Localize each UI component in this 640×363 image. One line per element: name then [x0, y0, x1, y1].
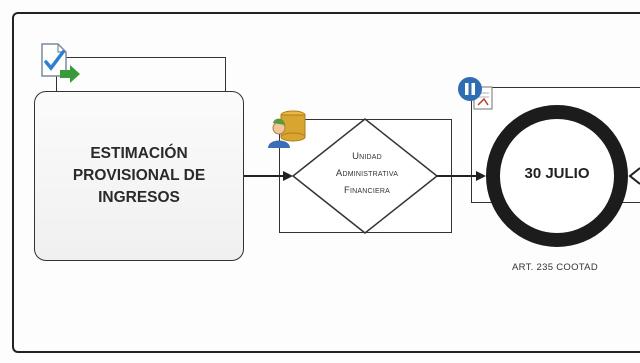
incoming-arrow-right: [628, 167, 640, 185]
edge-estimate-to-unit-head: [283, 171, 293, 181]
estimation-step-label: ESTIMACIÓN PROVISIONAL DE INGRESOS: [72, 145, 206, 206]
pause-document-icon: [458, 77, 493, 110]
stacked-document-outline: [56, 57, 226, 97]
document-check-arrow-icon: [41, 43, 80, 83]
estimation-step-box: ESTIMACIÓN PROVISIONAL DE INGRESOS: [34, 91, 244, 261]
user-database-icon: [268, 110, 306, 148]
decision-diamond: [291, 118, 439, 234]
diagram-frame: [12, 12, 640, 353]
edge-unit-to-deadline-head: [476, 171, 486, 181]
deadline-date-label: 30 JULIO: [524, 165, 590, 182]
deadline-legal-reference: ART. 235 COOTAD: [512, 262, 598, 273]
deadline-ring: [486, 105, 628, 247]
unit-step-label: Unidad Administrativa Financiera: [335, 151, 399, 196]
